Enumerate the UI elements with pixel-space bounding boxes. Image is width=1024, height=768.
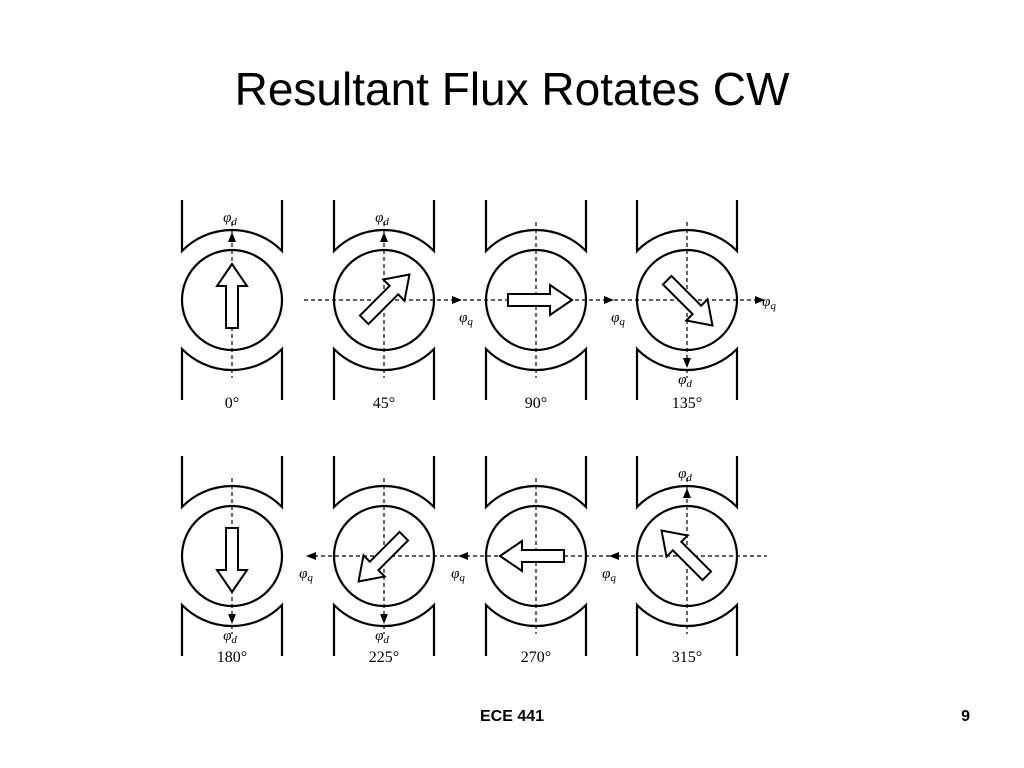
phi-q-label: φq: [299, 566, 313, 584]
slide-title: Resultant Flux Rotates CW: [234, 63, 790, 115]
resultant-flux-arrow: [498, 539, 565, 573]
phi-d-label: φd: [678, 466, 692, 484]
page-number: 9: [961, 708, 970, 725]
q-axis-arrowhead: [306, 552, 316, 560]
phi-q-label: φq: [451, 566, 465, 584]
d-axis-arrowhead: [228, 232, 236, 242]
angle-label: 135°: [672, 395, 702, 412]
angle-label: 45°: [373, 395, 395, 412]
phi-d-label: φd: [375, 210, 389, 228]
rotor-panel-315: φq φd 315°: [602, 456, 767, 666]
rotor-panel-180: φd 180°: [180, 456, 284, 666]
resultant-flux-arrow: [215, 527, 249, 594]
phi-d-label: φd: [223, 628, 237, 646]
q-axis-arrowhead: [609, 552, 619, 560]
footer-course-label: ECE 441: [479, 708, 545, 725]
rotor-panel-135: φq φd 135°: [607, 200, 776, 412]
resultant-flux-arrow: [507, 283, 574, 317]
d-axis-arrowhead: [228, 614, 236, 624]
rotor-panel-0: φd 0°: [180, 200, 284, 412]
rotor-panel-225: φq φd 225°: [299, 456, 464, 666]
phi-d-label: φd: [223, 210, 237, 228]
angle-label: 225°: [369, 649, 399, 666]
q-axis-arrowhead: [458, 552, 468, 560]
resultant-flux-arrow: [215, 262, 249, 329]
angle-label: 315°: [672, 649, 702, 666]
q-axis-arrowhead: [755, 296, 765, 304]
resultant-flux-arrow: [660, 529, 713, 582]
d-axis-arrowhead: [380, 232, 388, 242]
phi-q-label: φq: [459, 310, 473, 328]
phi-q-label: φq: [762, 294, 776, 312]
phi-q-label: φq: [611, 310, 625, 328]
angle-label: 0°: [225, 395, 239, 412]
rotor-panel-90: φq 90°: [456, 200, 625, 412]
resultant-flux-arrow: [358, 273, 411, 326]
phi-q-label: φq: [602, 566, 616, 584]
angle-label: 270°: [521, 649, 551, 666]
d-axis-arrowhead: [683, 488, 691, 498]
rotor-panel-270: φq 270°: [451, 456, 616, 666]
d-axis-arrowhead: [683, 358, 691, 368]
d-axis-arrowhead: [380, 614, 388, 624]
angle-label: 90°: [525, 395, 547, 412]
phi-d-label: φd: [375, 628, 389, 646]
angle-label: 180°: [217, 649, 247, 666]
phi-d-label: φd: [678, 372, 692, 390]
rotor-panel-45: φq φd 45°: [304, 200, 473, 412]
resultant-flux-arrow: [661, 274, 714, 327]
resultant-flux-arrow: [357, 530, 410, 583]
